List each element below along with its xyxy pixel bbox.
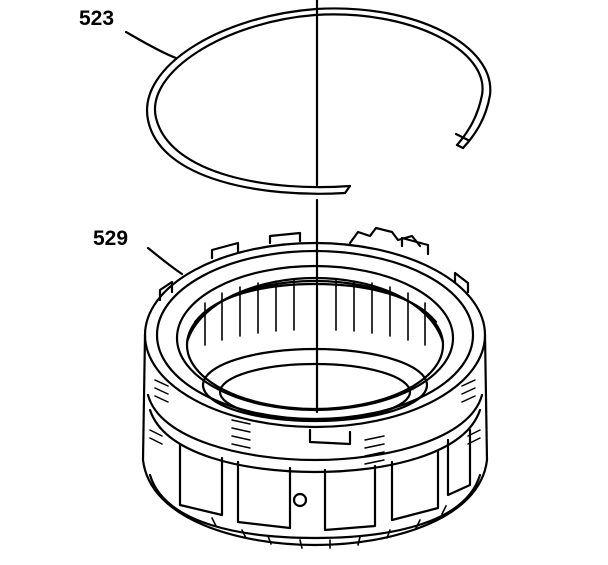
- callout-label-529: 529: [93, 227, 129, 250]
- leader-line-529: [146, 246, 184, 276]
- leader-line-523: [124, 30, 178, 60]
- callout-label-523: 523: [79, 7, 115, 30]
- clutch-housing-529: [141, 226, 489, 549]
- snap-ring-523: [145, 7, 492, 195]
